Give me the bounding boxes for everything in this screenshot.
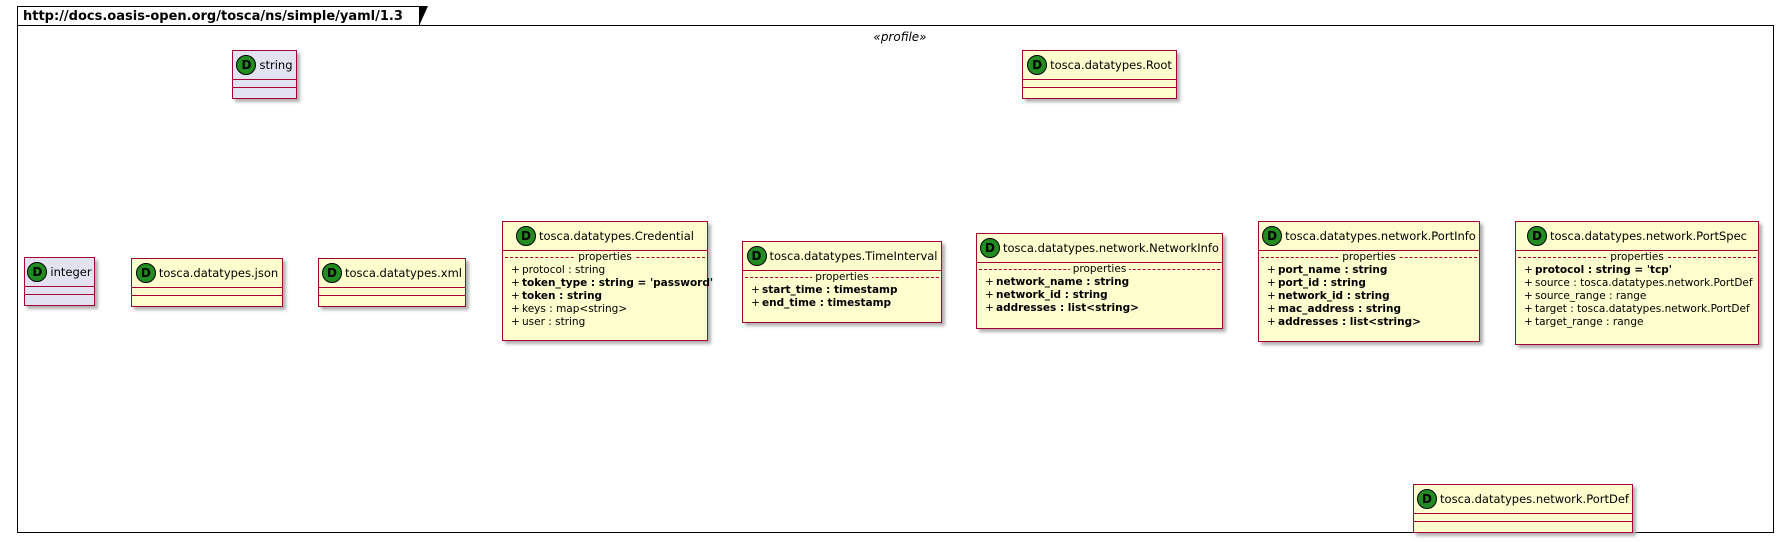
- datatype-badge-icon: D: [1527, 226, 1548, 246]
- attribute: +port_name : string: [1267, 264, 1388, 276]
- attribute: +addresses : list<string>: [1267, 316, 1421, 328]
- class-name: tosca.datatypes.xml: [344, 266, 462, 280]
- attribute: +protocol : string: [511, 264, 606, 276]
- datatype-badge-icon: D: [746, 246, 767, 266]
- class-name: string: [259, 58, 293, 72]
- datatype-badge-icon: D: [135, 263, 156, 283]
- package-stereotype: «profile»: [873, 30, 927, 44]
- class-name: tosca.datatypes.Credential: [539, 229, 694, 243]
- attribute: +user : string: [511, 316, 586, 328]
- attribute: +protocol : string = 'tcp': [1524, 264, 1673, 276]
- datatype-badge-icon: D: [1262, 226, 1283, 246]
- attribute-list: +port_name : string +port_id : string +n…: [1259, 264, 1479, 329]
- class-name: tosca.datatypes.network.PortInfo: [1285, 229, 1476, 243]
- datatype-badge-icon: D: [321, 263, 342, 283]
- attribute-list: +network_name : string +network_id : str…: [977, 276, 1222, 315]
- attribute: +mac_address : string: [1267, 303, 1401, 315]
- datatype-badge-icon: D: [236, 55, 257, 75]
- attribute-list: +protocol : string +token_type : string …: [503, 264, 714, 329]
- attribute: +target : tosca.datatypes.network.PortDe…: [1524, 303, 1750, 315]
- attribute: +end_time : timestamp: [751, 297, 892, 309]
- attribute: +keys : map<string>: [511, 303, 628, 315]
- datatype-badge-icon: D: [980, 238, 1001, 258]
- properties-section-label: properties: [1259, 251, 1479, 264]
- attribute-list: +start_time : timestamp +end_time : time…: [743, 284, 941, 310]
- properties-section-label: properties: [743, 271, 941, 284]
- attribute: +target_range : range: [1524, 316, 1644, 328]
- properties-section-label: properties: [503, 251, 707, 264]
- attribute: +source_range : range: [1524, 290, 1647, 302]
- attribute: +token_type : string = 'password': [511, 277, 714, 289]
- class-name: tosca.datatypes.network.PortSpec: [1550, 229, 1747, 243]
- attribute: +token : string: [511, 290, 603, 302]
- attribute: +network_name : string: [985, 276, 1130, 288]
- package-name: http://docs.oasis-open.org/tosca/ns/simp…: [17, 6, 428, 26]
- attribute: +network_id : string: [985, 289, 1108, 301]
- class-name: tosca.datatypes.Root: [1050, 58, 1172, 72]
- datatype-badge-icon: D: [1417, 489, 1438, 509]
- attribute: +addresses : list<string>: [985, 302, 1139, 314]
- properties-section-label: properties: [977, 263, 1222, 276]
- class-name: tosca.datatypes.network.PortDef: [1440, 492, 1629, 506]
- class-name: integer: [50, 265, 92, 279]
- attribute: +network_id : string: [1267, 290, 1390, 302]
- datatype-badge-icon: D: [27, 262, 48, 282]
- class-name: tosca.datatypes.json: [158, 266, 279, 280]
- class-name: tosca.datatypes.network.NetworkInfo: [1003, 241, 1219, 255]
- properties-section-label: properties: [1516, 251, 1758, 264]
- attribute: +port_id : string: [1267, 277, 1366, 289]
- datatype-badge-icon: D: [516, 226, 536, 246]
- attribute: +start_time : timestamp: [751, 284, 898, 296]
- class-name: tosca.datatypes.TimeInterval: [769, 249, 938, 263]
- attribute: +source : tosca.datatypes.network.PortDe…: [1524, 277, 1753, 289]
- attribute-list: +protocol : string = 'tcp' +source : tos…: [1516, 264, 1758, 329]
- datatype-badge-icon: D: [1027, 55, 1048, 75]
